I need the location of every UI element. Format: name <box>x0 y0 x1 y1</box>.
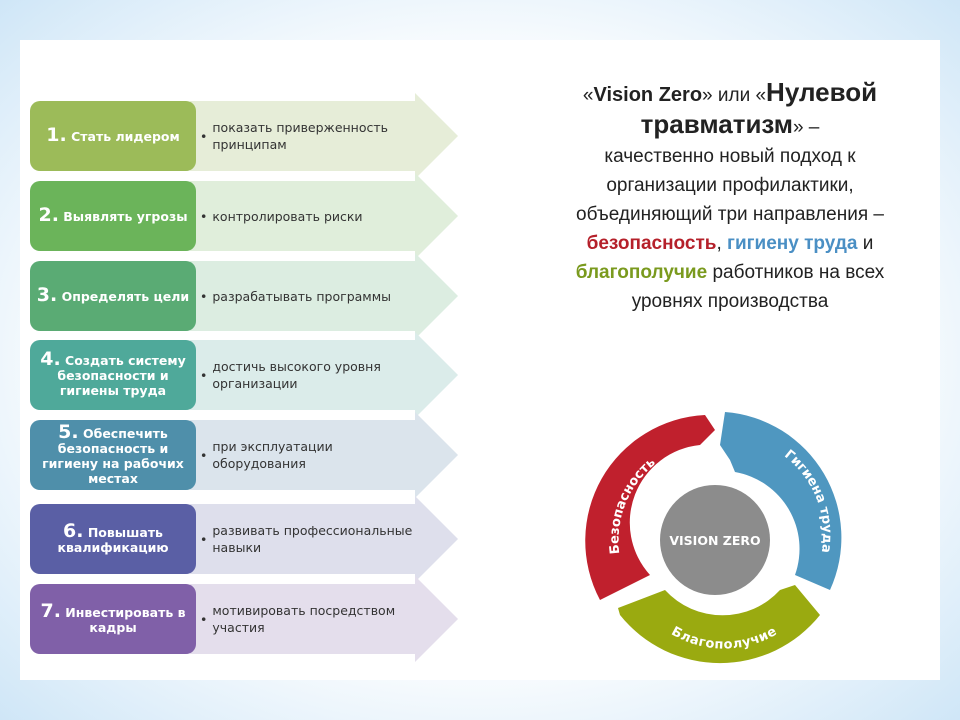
step-number: 6. <box>63 519 84 542</box>
step-box: 6. Повышать квалификацию <box>30 504 196 574</box>
text: работников на всех <box>707 262 885 283</box>
center-circle <box>660 485 770 595</box>
step-description: •развивать профессиональные навыки <box>200 504 420 574</box>
step-row: 2. Выявлять угрозы •контролировать риски <box>30 173 460 259</box>
step-number: 2. <box>38 204 59 226</box>
text: » или « <box>702 85 767 106</box>
step-description-text: развивать профессиональные навыки <box>212 523 413 555</box>
step-box: 1. Стать лидером <box>30 101 196 171</box>
step-title: Стать лидером <box>71 129 180 144</box>
step-description: •показать приверженность принципам <box>200 101 420 171</box>
intro-line: уровнях производства <box>631 291 829 312</box>
arrow-shape <box>190 332 458 418</box>
center-label: VISION ZERO <box>669 533 760 548</box>
step-row: 5. Обеспечить безопасность и гигиену на … <box>30 412 460 498</box>
step-description: •разрабатывать программы <box>200 288 392 304</box>
step-box: 5. Обеспечить безопасность и гигиену на … <box>30 420 196 490</box>
quote: « <box>582 85 594 106</box>
step-description: •при эксплуатации оборудования <box>200 420 420 490</box>
step-number: 5. <box>58 420 79 443</box>
step-description-text: достичь высокого уровня организации <box>212 359 381 391</box>
step-description-text: показать приверженность принципам <box>212 120 389 152</box>
step-title: Выявлять угрозы <box>63 209 188 224</box>
step-title: Инвестировать в кадры <box>65 604 186 635</box>
step-row: 1. Стать лидером •показать приверженност… <box>30 93 460 179</box>
step-description: •контролировать риски <box>200 208 363 224</box>
step-row: 4. Создать систему безопасности и гигиен… <box>30 332 460 418</box>
step-description-text: при эксплуатации оборудования <box>212 439 333 471</box>
safety-word: безопасность <box>586 233 717 254</box>
step-row: 3. Определять цели •разрабатывать програ… <box>30 253 460 339</box>
intro-text: «Vision Zero» или «Нулевой травматизм» –… <box>520 78 940 316</box>
step-number: 4. <box>40 348 61 370</box>
step-title: Создать систему безопасности и гигиены т… <box>57 353 186 398</box>
step-box: 3. Определять цели <box>30 261 196 331</box>
wellbeing-word: благополучие <box>575 262 708 283</box>
step-description-text: контролировать риски <box>212 208 363 224</box>
step-row: 7. Инвестировать в кадры •мотивировать п… <box>30 576 460 662</box>
arrow-shape <box>190 496 458 582</box>
text: » – <box>792 117 820 138</box>
arrow-shape <box>190 576 458 662</box>
step-description: •достичь высокого уровня организации <box>200 340 420 410</box>
step-number: 3. <box>36 284 58 306</box>
arrow-shape <box>190 412 458 498</box>
hygiene-word: гигиену труда <box>727 233 858 254</box>
step-title: Повышать квалификацию <box>57 524 169 555</box>
step-box: 2. Выявлять угрозы <box>30 181 196 251</box>
step-title: Обеспечить безопасность и гигиену на раб… <box>42 425 184 486</box>
wellbeing-segment <box>618 585 820 664</box>
step-title: Определять цели <box>61 289 190 304</box>
step-description-text: мотивировать посредством участия <box>212 603 396 635</box>
text: , <box>716 233 728 254</box>
nulevoy-text: Нулевой <box>766 77 878 107</box>
intro-line: организации профилактики, <box>606 175 854 196</box>
step-box: 4. Создать систему безопасности и гигиен… <box>30 340 196 410</box>
intro-line: качественно новый подход к <box>604 146 856 167</box>
text: и <box>857 233 874 254</box>
step-row: 6. Повышать квалификацию •развивать проф… <box>30 496 460 582</box>
hygiene-segment <box>720 412 842 590</box>
vision-zero-cycle: VISION ZERO Безопасность Гигиена труда Б… <box>585 412 842 664</box>
step-number: 7. <box>40 599 61 622</box>
arrow-shape <box>190 253 458 339</box>
step-number: 1. <box>46 124 67 146</box>
vision-zero-text: Vision Zero <box>593 84 703 106</box>
intro-line: объединяющий три направления – <box>576 204 884 225</box>
step-description: •мотивировать посредством участия <box>200 584 420 654</box>
step-description-text: разрабатывать программы <box>212 288 392 304</box>
travmatizm-text: травматизм <box>640 109 793 139</box>
arrow-shape <box>190 173 458 259</box>
arrow-shape <box>190 93 458 179</box>
safety-segment <box>585 415 715 600</box>
step-box: 7. Инвестировать в кадры <box>30 584 196 654</box>
